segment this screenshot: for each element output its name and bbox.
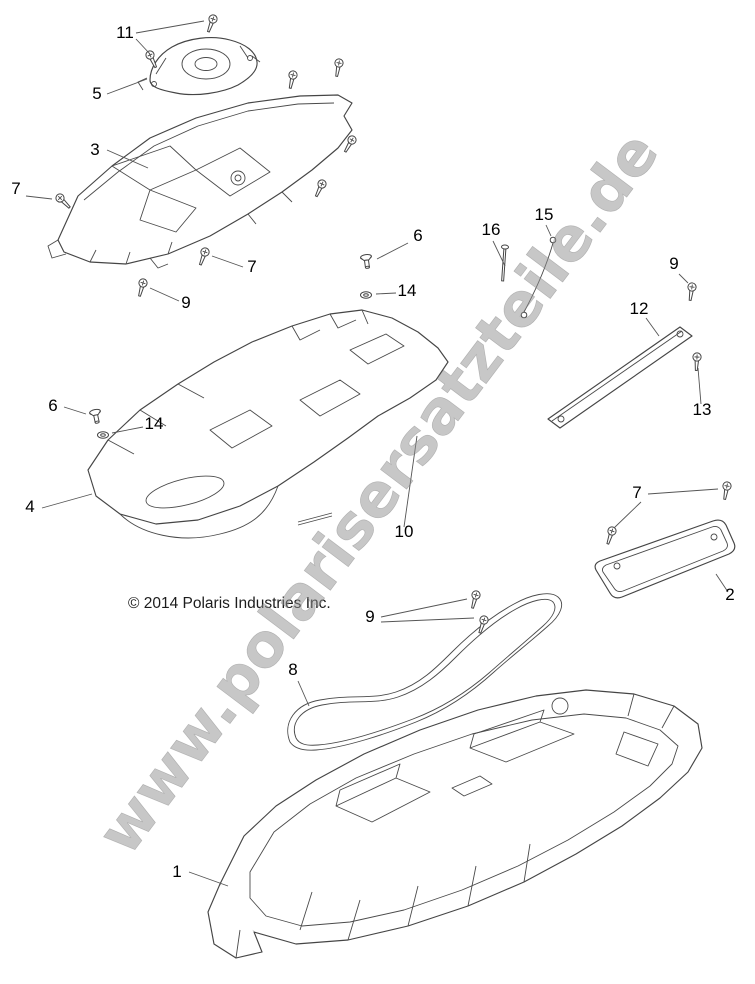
screw-icon [720, 480, 733, 501]
rivet-icon [359, 253, 374, 270]
callout-label-9b: 9 [669, 254, 678, 273]
screw-icon [312, 178, 328, 199]
callout-label-13: 13 [693, 400, 712, 419]
callout-label-15: 15 [535, 205, 554, 224]
screw-icon [691, 352, 702, 372]
part-2-panel [594, 519, 736, 599]
part-12-strip [547, 326, 693, 429]
callout-label-11: 11 [116, 23, 134, 42]
callout-label-9c: 9 [365, 607, 374, 626]
callout-label-3: 3 [90, 140, 99, 159]
part-5-cover [137, 37, 261, 96]
screw-icon [204, 13, 219, 34]
callout-label-10: 10 [395, 522, 414, 541]
screw-icon [603, 525, 618, 546]
callout-label-8: 8 [288, 660, 297, 679]
screw-icon [196, 246, 211, 267]
callout-label-16: 16 [482, 220, 501, 239]
callout-label-6b: 6 [48, 396, 57, 415]
callout-label-9a: 9 [181, 293, 190, 312]
callout-label-7a: 7 [11, 179, 20, 198]
part-3-panel [47, 94, 353, 269]
screw-icon [135, 277, 149, 298]
callout-label-6a: 6 [413, 226, 422, 245]
nut-icon [97, 431, 109, 439]
screw-icon [53, 191, 73, 211]
screw-icon [475, 614, 490, 635]
callout-label-1: 1 [172, 862, 181, 881]
callout-label-12: 12 [630, 299, 649, 318]
callout-label-2: 2 [725, 585, 734, 604]
callout-label-7c: 7 [632, 483, 641, 502]
callout-label-14b: 14 [145, 414, 164, 433]
part-8-seal [287, 593, 562, 751]
part-4-panel [87, 309, 449, 539]
copyright-text: © 2014 Polaris Industries Inc. [128, 595, 331, 612]
screw-icon [285, 69, 299, 90]
callout-label-7b: 7 [247, 257, 256, 276]
callout-label-5: 5 [92, 84, 101, 103]
clip-icon [520, 236, 557, 319]
callout-label-14a: 14 [398, 281, 417, 300]
callout-labels: 11 5 3 7 9 7 6 14 16 15 9 12 13 6 14 4 1… [11, 23, 734, 881]
rivet-icon [88, 408, 104, 425]
leader-lines [25, 20, 729, 887]
screw-icon [332, 57, 345, 78]
part-1-body [207, 689, 703, 959]
callout-label-4: 4 [25, 497, 34, 516]
nut-icon [360, 291, 372, 299]
screw-icon [468, 589, 482, 610]
screw-icon [685, 281, 698, 302]
